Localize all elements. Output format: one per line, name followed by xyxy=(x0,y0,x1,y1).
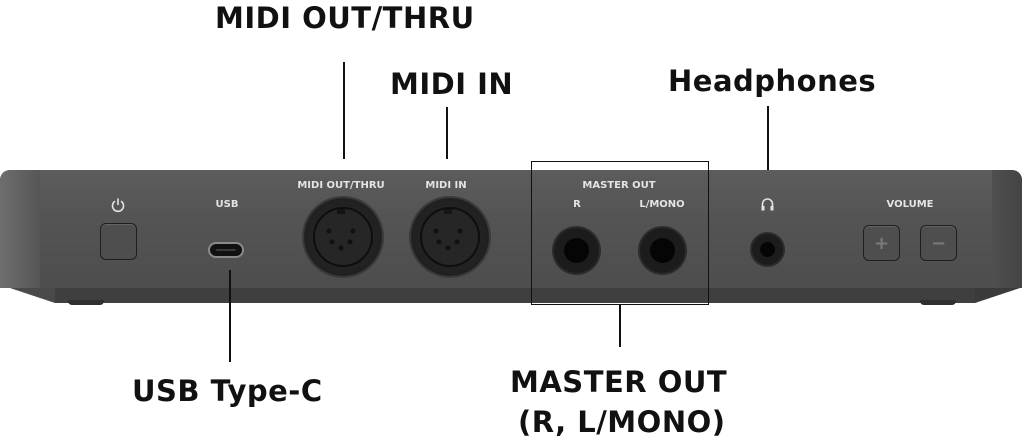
midi-in-port[interactable] xyxy=(411,198,489,276)
jack-hole xyxy=(650,238,675,263)
device-rear-panel: USB MIDI OUT/THRU MIDI IN MASTER OUT R L… xyxy=(0,170,1022,305)
chamfer-left xyxy=(10,288,55,303)
face-left-edge xyxy=(0,170,40,288)
callout-master-out-line2: (R, L/MONO) xyxy=(518,405,726,439)
leader-midi-in xyxy=(446,107,448,159)
volume-down-button[interactable]: − xyxy=(920,225,957,261)
foot-left xyxy=(68,300,104,305)
minus-icon: − xyxy=(930,232,947,254)
leader-midi-out-thru xyxy=(343,62,345,159)
master-out-highlight-box xyxy=(531,161,709,305)
master-out-lmono-jack[interactable] xyxy=(640,228,685,273)
midi-in-label: MIDI IN xyxy=(425,180,467,191)
plus-icon: + xyxy=(873,232,890,254)
device-face xyxy=(0,170,1022,288)
master-out-r-jack[interactable] xyxy=(554,228,599,273)
power-button[interactable] xyxy=(100,223,137,260)
volume-up-button[interactable]: + xyxy=(863,225,900,261)
callout-headphones: Headphones xyxy=(668,64,877,98)
master-out-label: MASTER OUT xyxy=(582,180,656,191)
leader-master-out xyxy=(619,305,621,347)
jack-hole xyxy=(760,242,775,257)
jack-hole xyxy=(564,238,589,263)
din-connector-icon xyxy=(313,207,373,267)
callout-midi-out-thru: MIDI OUT/THRU xyxy=(215,1,475,35)
midi-out-thru-port[interactable] xyxy=(304,198,382,276)
headphones-jack[interactable] xyxy=(752,234,783,265)
din-connector-icon xyxy=(420,207,480,267)
midi-out-thru-label: MIDI OUT/THRU xyxy=(297,180,385,191)
volume-label: VOLUME xyxy=(886,199,934,210)
callout-master-out-line1: MASTER OUT xyxy=(510,365,728,399)
usb-label: USB xyxy=(215,199,239,210)
callout-midi-in: MIDI IN xyxy=(390,67,514,101)
device-base xyxy=(55,288,975,303)
leader-headphones xyxy=(767,106,769,194)
callout-usb-type-c: USB Type-C xyxy=(132,374,323,408)
master-out-lmono-label: L/MONO xyxy=(639,199,685,210)
chamfer-right xyxy=(975,288,1020,303)
headphones-icon xyxy=(760,197,775,212)
leader-usb-type-c xyxy=(229,270,231,362)
power-icon xyxy=(110,197,126,213)
foot-right xyxy=(920,300,956,305)
usb-c-port[interactable] xyxy=(208,242,244,258)
master-out-r-label: R xyxy=(573,199,581,210)
face-right-edge xyxy=(992,170,1022,288)
